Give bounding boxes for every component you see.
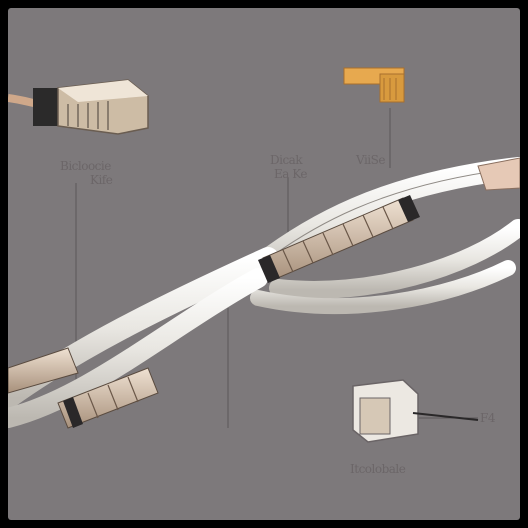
label-bottom-right: Itcolobale — [350, 463, 405, 475]
label-top-center-1: Dicak — [270, 154, 302, 166]
label-top-right-1: ViiSe — [356, 154, 385, 166]
diagram-canvas: Bicloocie Kife Dicak Ea Ke ViiSe Itcolob… — [8, 8, 520, 520]
label-top-left-2: Kife — [90, 174, 112, 186]
label-top-center-2: Ea Ke — [274, 168, 307, 180]
label-small-mark: F4 — [480, 412, 495, 424]
label-top-left-1: Bicloocie — [60, 160, 111, 172]
cable-diagram — [8, 8, 520, 520]
